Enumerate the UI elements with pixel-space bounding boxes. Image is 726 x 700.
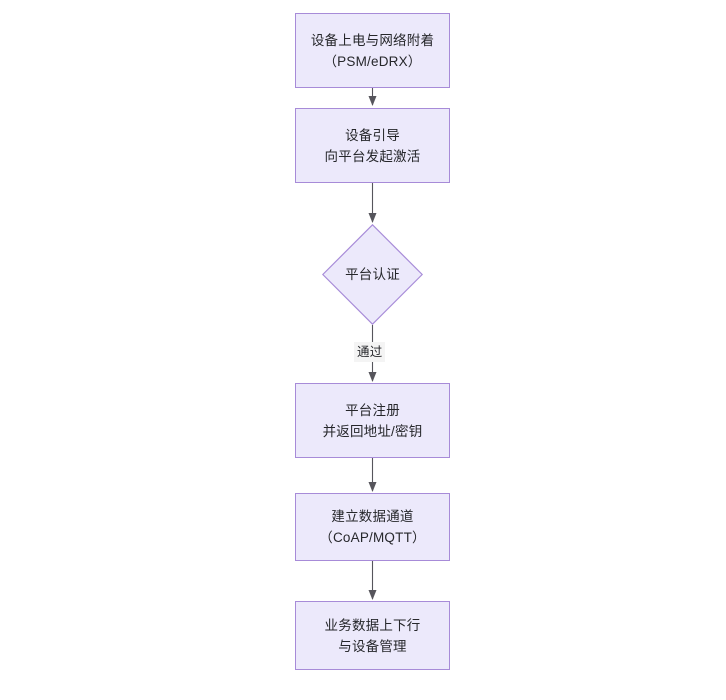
- flow-node-platform-auth[interactable]: 平台认证: [322, 224, 423, 325]
- flow-node-power-on-line1: 设备上电与网络附着: [310, 32, 435, 48]
- flow-node-platform-register-line1: 平台注册: [345, 402, 400, 418]
- flow-node-platform-auth-label: 平台认证: [345, 267, 400, 282]
- flow-node-device-bootstrap-line1: 设备引导: [345, 127, 400, 143]
- flow-node-business-data-line2: 与设备管理: [338, 638, 407, 654]
- flow-node-data-channel-line2: （CoAP/MQTT）: [319, 530, 426, 545]
- flow-node-device-bootstrap-line2: 向平台发起激活: [324, 148, 421, 164]
- flow-node-data-channel-line1: 建立数据通道: [331, 509, 414, 524]
- flow-node-device-bootstrap[interactable]: 设备引导 向平台发起激活: [295, 108, 450, 183]
- edge-label-pass: 通过: [354, 342, 386, 362]
- diamond-shape: [322, 224, 423, 325]
- flow-node-platform-register-line2: 并返回地址/密钥: [322, 423, 423, 439]
- flow-node-data-channel[interactable]: 建立数据通道 （CoAP/MQTT）: [295, 493, 450, 561]
- flow-node-power-on-line2: （PSM/eDRX）: [323, 53, 422, 69]
- flow-node-platform-register[interactable]: 平台注册 并返回地址/密钥: [295, 383, 450, 458]
- flow-node-business-data[interactable]: 业务数据上下行 与设备管理: [295, 601, 450, 670]
- flow-node-power-on[interactable]: 设备上电与网络附着 （PSM/eDRX）: [295, 13, 450, 88]
- flow-node-business-data-line1: 业务数据上下行: [324, 617, 421, 633]
